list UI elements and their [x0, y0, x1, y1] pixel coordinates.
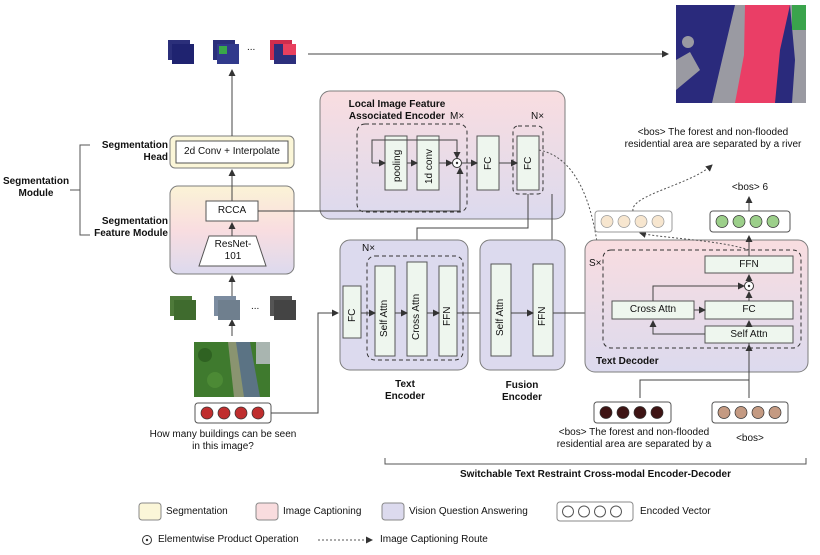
fusion-self-attn-text: Self Attn: [495, 298, 506, 336]
text-encoder-panel: [339, 239, 469, 371]
s-repeat-label: S×: [589, 258, 602, 269]
text-fc-text: FC: [347, 308, 358, 322]
text-self-attn-label: Self Attn: [379, 299, 390, 337]
text-n-repeat: N×: [362, 243, 376, 254]
text-encoder-n-block: [366, 255, 464, 361]
legend-segmentation-text: Segmentation: [166, 506, 228, 517]
output-answer-text: <bos> 6: [731, 182, 769, 193]
conv1d-text: 1d conv: [424, 148, 435, 184]
n-repeat-label: N×: [531, 111, 545, 122]
legend-captioning-swatch: [255, 502, 279, 521]
legend-elementwise-text: Elementwise Product Operation: [158, 534, 299, 545]
dec-fc-text: FC: [742, 304, 756, 315]
segmentation-output-tiles: [168, 40, 296, 64]
legend-encoded-text: Encoded Vector: [640, 506, 711, 517]
bottom-bracket-label: Switchable Text Restraint Cross-modal En…: [460, 469, 731, 480]
question-token: [200, 406, 214, 420]
local-encoder-m-block: [356, 123, 468, 213]
legend-vqa-swatch: [381, 502, 405, 521]
ellipsis-bottom: ...: [251, 301, 260, 312]
fusion-ffn-text: FFN: [537, 306, 548, 326]
local-encoder-panel: [319, 90, 566, 220]
dec-self-attn-text: Self Attn: [730, 329, 768, 340]
fusion-self-attn-box: [490, 263, 512, 357]
conv-interpolate-box: [175, 140, 289, 164]
text-ffn-text: FFN: [442, 306, 453, 326]
legend-segmentation-swatch: [138, 502, 162, 521]
question-token: [217, 406, 231, 420]
input-bos-text: <bos>: [736, 433, 764, 444]
captioning-route: [538, 149, 606, 301]
legend-vqa-text: Vision Question Answering: [409, 506, 528, 517]
question-token: [251, 406, 265, 420]
bos-input-vector: [711, 401, 789, 424]
caption-output-vector: [594, 210, 673, 233]
dec-ffn-text: FFN: [739, 259, 759, 270]
pooling-text: pooling: [392, 149, 403, 182]
aerial-photo: [194, 342, 270, 397]
rcca-text: RCCA: [217, 205, 247, 216]
fc2-text: FC: [523, 156, 534, 170]
text-decoder-s-block: [602, 249, 802, 349]
resnet-text: ResNet-101: [214, 239, 252, 262]
segmentation-map-image: [676, 5, 806, 103]
resnet-trapezoid: [198, 235, 267, 267]
fc1-text: FC: [483, 156, 494, 170]
text-fc-box: [342, 285, 362, 339]
ellipsis-top: ...: [247, 42, 256, 53]
text-decoder-label: Text Decoder: [596, 356, 659, 367]
caption-input-vector: [593, 401, 672, 424]
m-repeat-label: M×: [450, 111, 465, 122]
conv-interpolate-text: 2d Conv + Interpolate: [184, 146, 280, 157]
legend-route-text: Image Captioning Route: [380, 534, 488, 545]
input-image-tiles: [170, 296, 296, 320]
legend-captioning-text: Image Captioning: [283, 506, 362, 517]
question-token: [234, 406, 248, 420]
text-cross-attn-text: Cross Attn: [411, 293, 422, 340]
dec-cross-attn-text: Cross Attn: [629, 304, 677, 315]
text-cross-attn-box: [406, 261, 428, 357]
